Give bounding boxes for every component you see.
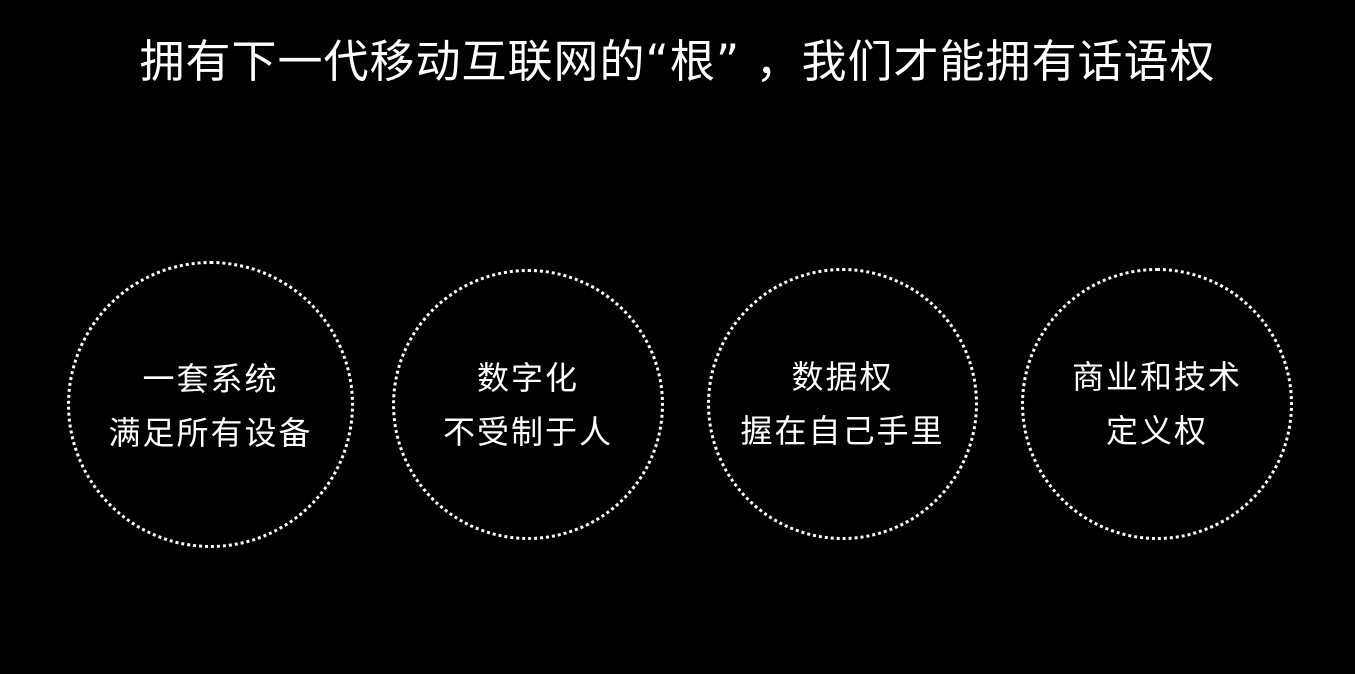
circle-line-1: 数据权 xyxy=(791,358,894,396)
circle-line-2: 握在自己手里 xyxy=(740,412,945,450)
circle-line-1: 一套系统 xyxy=(142,359,279,398)
circle-line-2: 定义权 xyxy=(1105,412,1208,450)
circle-digitalization: 数字化 不受制于人 xyxy=(392,269,664,540)
slide-title: 拥有下一代移动互联网的“根” ，我们才能拥有话语权 xyxy=(139,35,1216,88)
circle-line-1: 商业和技术 xyxy=(1071,358,1242,396)
circle-line-1: 数字化 xyxy=(476,358,579,397)
circle-line-2: 不受制于人 xyxy=(442,412,613,451)
circle-data-rights: 数据权 握在自己手里 xyxy=(707,268,978,540)
circle-line-2: 满足所有设备 xyxy=(108,413,313,452)
circle-one-system-all-devices: 一套系统 满足所有设备 xyxy=(67,261,354,548)
circle-business-tech-definition: 商业和技术 定义权 xyxy=(1021,268,1293,540)
